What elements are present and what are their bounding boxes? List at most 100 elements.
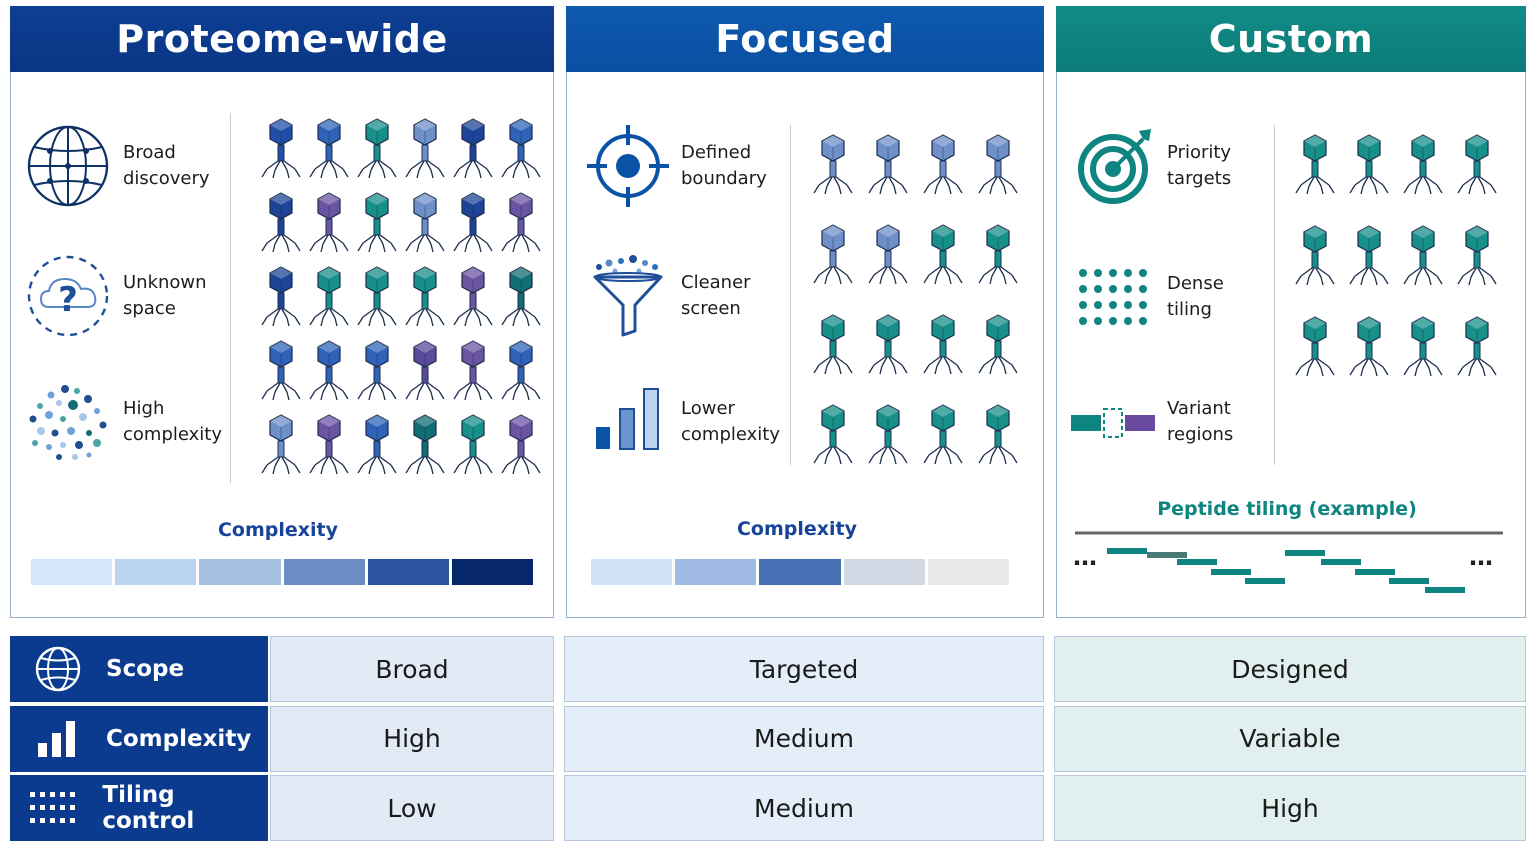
phage-icon xyxy=(499,265,543,327)
feature-label: Lower complexity xyxy=(681,398,780,445)
phage-icon xyxy=(403,117,447,179)
phage-icon xyxy=(451,117,495,179)
custom-panel: Custom Priority targets Dense tiling xyxy=(1056,6,1526,618)
panel-title: Proteome-wide xyxy=(10,6,554,72)
phage-icon xyxy=(866,133,910,195)
divider xyxy=(230,113,231,483)
phage-icon xyxy=(1347,315,1391,377)
feature-high-complexity: High complexity xyxy=(25,379,233,465)
phage-icon xyxy=(866,313,910,375)
phage-icon xyxy=(259,413,303,475)
phage-icon xyxy=(1455,224,1499,286)
phage-icon xyxy=(1293,315,1337,377)
phage-icon xyxy=(403,191,447,253)
complexity-bar xyxy=(31,559,534,585)
row-label-text: Tiling control xyxy=(102,782,195,834)
phage-icon xyxy=(259,339,303,401)
phage-icon xyxy=(811,313,855,375)
peptide-tile xyxy=(1245,578,1285,584)
phage-icon xyxy=(921,313,965,375)
row-label: Tiling control xyxy=(10,775,268,841)
complexity-segment xyxy=(843,559,925,585)
table-cell: Designed xyxy=(1054,636,1526,702)
phage-icon xyxy=(451,339,495,401)
focused-panel: Focused Defined boundary Cleaner screen xyxy=(566,6,1044,618)
phage-icon xyxy=(499,413,543,475)
phage-icon xyxy=(1455,315,1499,377)
dot-grid-icon xyxy=(1079,269,1147,325)
crosshair-target-icon xyxy=(587,125,669,207)
peptide-tile xyxy=(1211,569,1251,575)
svg-text:?: ? xyxy=(58,280,78,320)
feature-cleaner-screen: Cleaner screen xyxy=(585,253,791,339)
bar-chart-icon xyxy=(596,388,659,450)
row-label: Scope xyxy=(10,636,268,702)
row-label-text: Complexity xyxy=(106,725,252,752)
feature-label: Priority targets xyxy=(1167,142,1232,189)
complexity-bar xyxy=(591,559,1010,585)
feature-unknown-space: ? Unknown space xyxy=(25,253,233,339)
phage-icon xyxy=(976,223,1020,285)
phage-icon xyxy=(499,339,543,401)
complexity-segment xyxy=(115,559,197,585)
phage-icon xyxy=(1401,224,1445,286)
table-cell: Variable xyxy=(1054,705,1526,772)
peptide-tile xyxy=(1389,578,1429,584)
table-cell: Targeted xyxy=(564,636,1044,702)
tiling-title: Peptide tiling (example) xyxy=(1157,498,1417,520)
funnel-icon xyxy=(593,255,663,337)
phage-icon xyxy=(451,265,495,327)
feature-label: Cleaner screen xyxy=(681,272,751,319)
phage-icon xyxy=(259,265,303,327)
complexity-title: Complexity xyxy=(736,518,858,540)
phage-icon xyxy=(1401,315,1445,377)
peptide-tile xyxy=(1177,559,1217,565)
globe-icon xyxy=(10,644,106,694)
complexity-segment xyxy=(199,559,281,585)
feature-dense-tiling: Dense tiling xyxy=(1073,259,1277,335)
peptide-tile xyxy=(1147,552,1187,558)
panel-title: Focused xyxy=(566,6,1044,72)
tiling-ellipsis-right: … xyxy=(1469,543,1493,571)
phage-icon xyxy=(976,133,1020,195)
peptide-tile xyxy=(1321,559,1361,565)
feature-label: Broad discovery xyxy=(123,142,210,189)
complexity-segment xyxy=(31,559,113,585)
complexity-segment xyxy=(759,559,841,585)
phage-icon xyxy=(921,133,965,195)
phage-icon xyxy=(811,223,855,285)
panel-title: Custom xyxy=(1056,6,1526,72)
phage-icon xyxy=(259,117,303,179)
table-cell: Medium xyxy=(564,705,1044,772)
phage-icon xyxy=(307,191,351,253)
particle-cluster-icon xyxy=(29,385,107,460)
peptide-tile xyxy=(1425,587,1465,593)
table-cell: High xyxy=(1054,775,1526,841)
globe-icon xyxy=(27,125,109,207)
proteome-wide-panel: Proteome-wide Broad discovery ? Unknown … xyxy=(10,6,554,618)
phage-icon xyxy=(1347,224,1391,286)
phage-icon xyxy=(451,413,495,475)
phage-icon xyxy=(451,191,495,253)
phage-icon xyxy=(499,191,543,253)
complexity-title: Complexity xyxy=(217,519,339,541)
feature-variant-regions: Variant regions xyxy=(1071,379,1277,465)
feature-defined-boundary: Defined boundary xyxy=(585,123,791,209)
phage-icon xyxy=(866,223,910,285)
divider xyxy=(1274,125,1275,465)
phage-icon xyxy=(1293,224,1337,286)
table-cell: Low xyxy=(270,775,554,841)
feature-broad-discovery: Broad discovery xyxy=(25,123,233,209)
peptide-tile xyxy=(1107,548,1147,554)
phage-grid xyxy=(247,113,537,483)
phage-icon xyxy=(259,191,303,253)
feature-label: Variant regions xyxy=(1167,398,1234,445)
feature-label: Defined boundary xyxy=(681,142,767,189)
tiling-ellipsis-left: … xyxy=(1073,543,1097,571)
row-label-text: Scope xyxy=(106,656,185,682)
variant-segment-icon xyxy=(1071,408,1155,438)
phage-icon xyxy=(921,223,965,285)
peptide-tile xyxy=(1355,569,1395,575)
unknown-cloud-icon: ? xyxy=(27,255,109,337)
phage-icon xyxy=(307,117,351,179)
